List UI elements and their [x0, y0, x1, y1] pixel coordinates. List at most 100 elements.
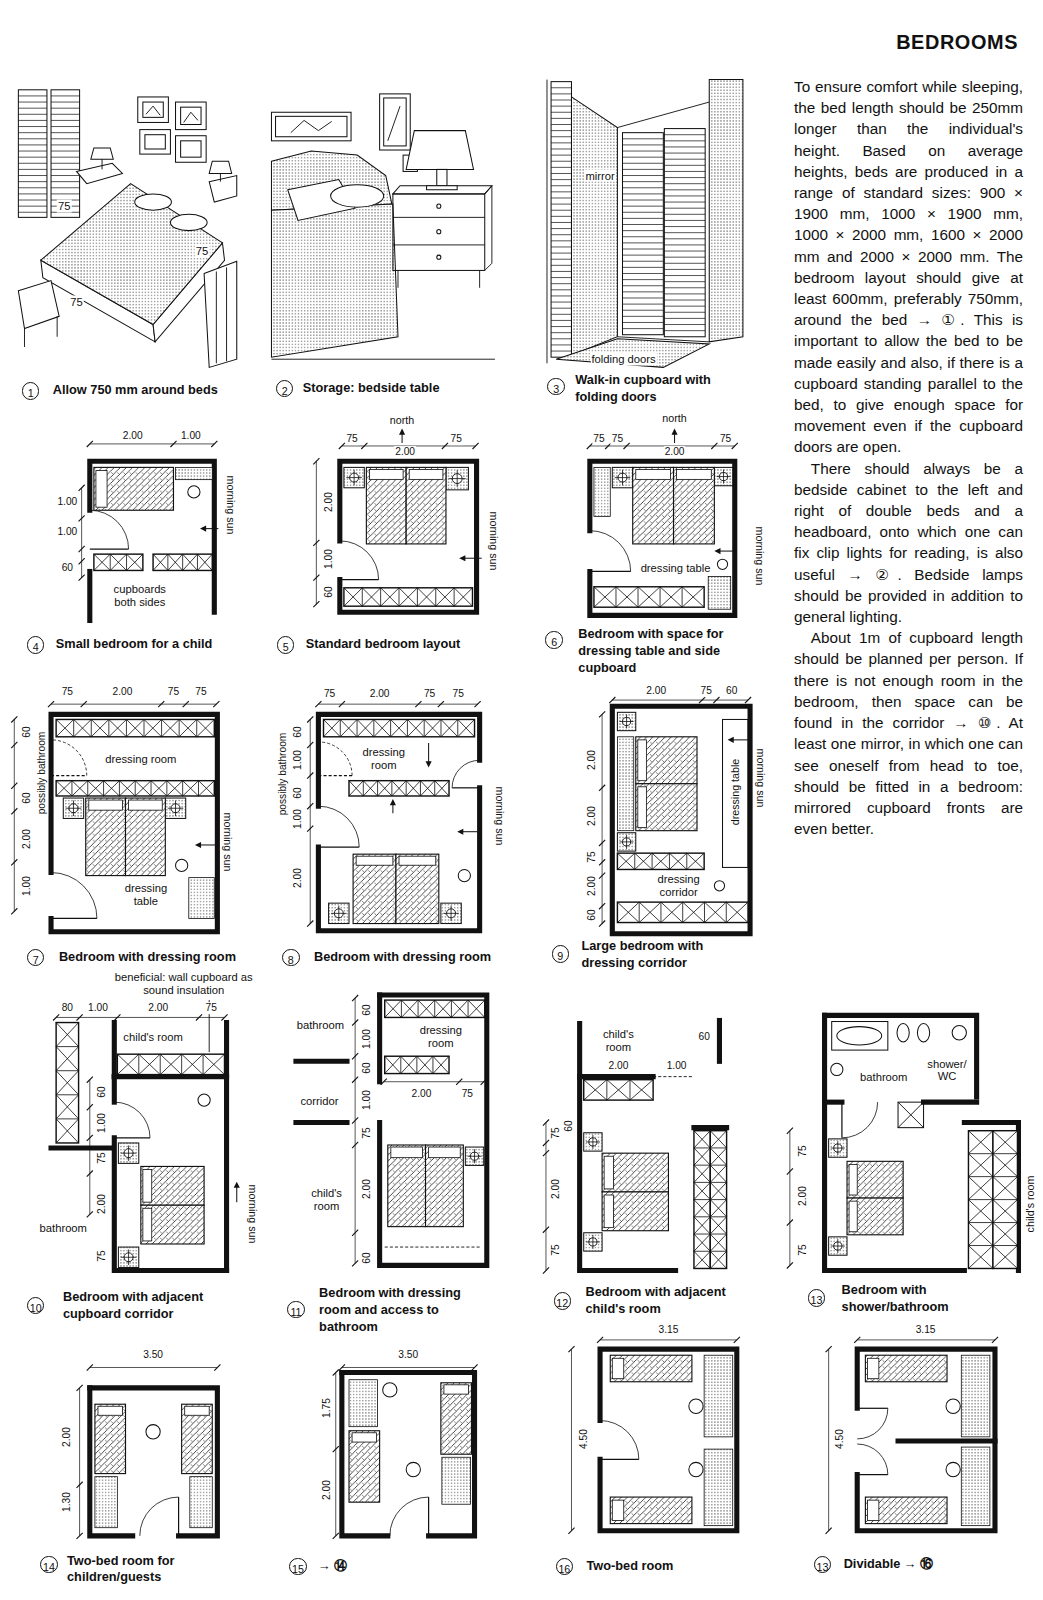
- dashed-line: [385, 1247, 482, 1248]
- dimension-tick: [196, 1014, 202, 1020]
- figure-number-circle: 16Two-bed room: [556, 1558, 573, 1575]
- plan-label: 2.00: [122, 430, 144, 442]
- plan-label: dressing room: [352, 746, 415, 772]
- wall: [377, 995, 382, 1082]
- plan-label: 2.00: [645, 685, 667, 697]
- wall: [342, 1373, 475, 1536]
- louvre-slat: [623, 206, 664, 207]
- dimension-tick: [79, 485, 85, 491]
- sketch-shape: [204, 261, 237, 367]
- louvre-slat: [18, 175, 47, 176]
- louvre-slat: [551, 161, 571, 162]
- cupboard-divider: [380, 588, 381, 606]
- cupboard-cross: [56, 781, 72, 796]
- dimension-tick: [313, 458, 319, 464]
- dimension-tick: [313, 540, 319, 546]
- cupboard-cross: [968, 1223, 992, 1246]
- cupboard-cross: [56, 1095, 78, 1119]
- cupboard-cross: [968, 1154, 992, 1177]
- cupboard-cross: [401, 1000, 418, 1017]
- plan-label: dressing table: [114, 882, 177, 908]
- cupboard-divider: [694, 1199, 710, 1200]
- louvre-slat: [623, 322, 664, 323]
- cupboard-cross: [710, 1217, 726, 1234]
- outline-rect: [176, 102, 207, 130]
- chair-symbol: [146, 1425, 160, 1439]
- louvre-slat: [664, 208, 705, 209]
- louvre-slat: [664, 183, 705, 184]
- louvre-slat: [18, 126, 47, 127]
- bed: [426, 1145, 464, 1227]
- cupboard-divider: [373, 719, 374, 736]
- cupboard-divider: [196, 719, 197, 736]
- cupboard-cross: [344, 588, 362, 606]
- dimension-tick: [79, 515, 85, 521]
- pillow: [399, 856, 436, 865]
- bedside-table: [465, 1147, 483, 1165]
- cupboard-divider: [454, 588, 455, 606]
- dimension-tick: [699, 697, 705, 703]
- plan-label: possibly bathroom: [277, 731, 289, 816]
- plan-label: 75: [96, 1250, 108, 1263]
- dimension-tick: [339, 443, 345, 449]
- cupboard-cross: [362, 588, 380, 606]
- cupboard-cross: [340, 719, 357, 736]
- plan-label: 2.00: [586, 749, 598, 771]
- dimension-tick: [87, 441, 93, 447]
- louvre-slat: [623, 249, 664, 250]
- door-leaf: [428, 1497, 429, 1536]
- cupboard: [94, 554, 143, 570]
- direction-arrow: [733, 739, 748, 740]
- cupboard-divider: [694, 1147, 710, 1148]
- louvre-slat: [18, 120, 47, 121]
- cupboard-divider: [638, 587, 639, 607]
- plan-label: bathroom: [296, 1018, 345, 1031]
- plan-label: 2.00: [147, 1002, 169, 1014]
- cupboard-cross: [357, 719, 374, 736]
- dimension-tick: [352, 1142, 358, 1148]
- dimension-line: [342, 1367, 475, 1368]
- door-leaf: [600, 1459, 639, 1460]
- louvre-slat: [664, 251, 705, 252]
- sketch-shape: [406, 131, 473, 170]
- cupboard-cross: [407, 719, 424, 736]
- cupboard-cross: [436, 588, 454, 606]
- plan-label: 60: [292, 725, 304, 738]
- dimension-tick: [11, 859, 17, 865]
- bed: [94, 467, 174, 510]
- lamp-cross: [626, 835, 627, 849]
- pillow: [143, 1208, 152, 1241]
- figure-number-circle: 14Two-bed room for children/guests: [40, 1556, 57, 1573]
- dimension-line: [81, 488, 82, 578]
- louvre-slat: [623, 212, 664, 213]
- lamp-cross: [592, 1135, 593, 1149]
- outline-rect: [898, 1102, 924, 1128]
- cupboard-cross: [993, 1246, 1017, 1269]
- louvre-slat: [551, 112, 571, 113]
- cupboard-cross: [110, 554, 126, 570]
- dimension-tick: [158, 701, 164, 707]
- cupboard-divider: [440, 719, 441, 736]
- plan-label: 60: [362, 1004, 374, 1017]
- louvre-slat: [18, 169, 47, 170]
- pillow: [356, 856, 393, 865]
- figure-number: 3: [553, 382, 559, 397]
- cupboard-cross: [710, 1182, 726, 1199]
- cupboard-cross: [378, 781, 392, 796]
- dimension-tick: [77, 1533, 83, 1539]
- wall: [318, 714, 479, 806]
- plan-label: dressing room: [104, 753, 177, 766]
- cupboard-cross: [993, 1131, 1017, 1154]
- cupboard-cross: [704, 902, 726, 922]
- pillow: [849, 1201, 857, 1232]
- cupboard-cross: [694, 1182, 710, 1199]
- figure-caption: Storage: bedside table: [303, 380, 440, 397]
- cupboard-cross: [56, 1047, 78, 1071]
- cupboard-divider: [119, 781, 120, 796]
- plan-label: 75: [592, 433, 605, 445]
- text-column: To ensure comfort while sleeping, the be…: [794, 76, 1023, 839]
- louvre-slat: [664, 134, 705, 135]
- cupboard-cross: [694, 1251, 710, 1268]
- figure-caption: Large bedroom with dressing corridor: [581, 938, 734, 971]
- door-leaf: [857, 1408, 888, 1409]
